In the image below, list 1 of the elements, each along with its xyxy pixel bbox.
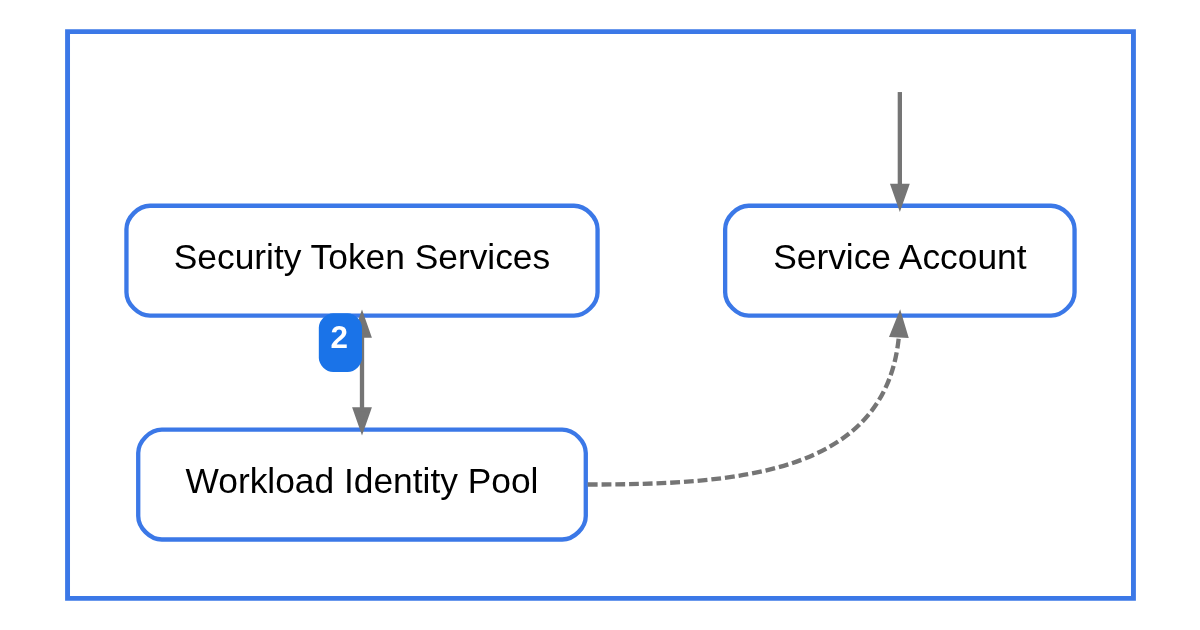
edge-label: 2 (330, 320, 348, 356)
